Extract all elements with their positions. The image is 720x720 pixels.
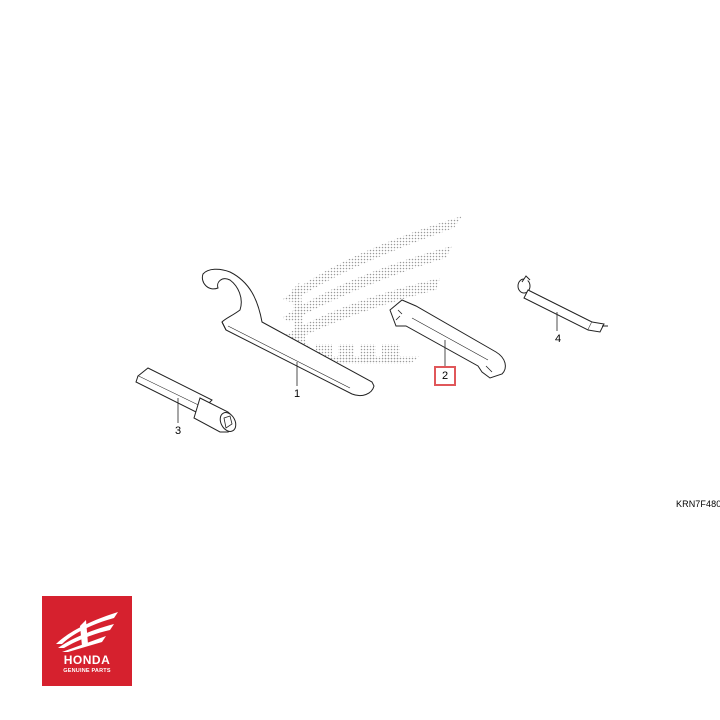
spark-plug-socket-drawing	[135, 367, 237, 433]
honda-wing-watermark	[282, 216, 462, 364]
spoke-wrench-drawing	[389, 299, 506, 379]
diagram-code: KRN7F480	[676, 499, 720, 509]
honda-genuine-parts-logo: HONDA GENUINE PARTS	[42, 596, 132, 686]
callout-3[interactable]: 3	[175, 425, 182, 437]
callout-4[interactable]: 4	[555, 333, 562, 345]
callout-1[interactable]: 1	[294, 388, 301, 400]
logo-tagline: GENUINE PARTS	[63, 668, 111, 674]
honda-wing-icon	[56, 612, 118, 652]
logo-brand: HONDA	[63, 653, 111, 667]
honda-watermark-letters	[296, 344, 400, 362]
leader-lines	[177, 312, 558, 423]
hook-spanner-drawing	[201, 268, 375, 397]
callout-2-highlighted[interactable]: 2	[434, 366, 456, 386]
pin-tool-drawing	[517, 275, 608, 333]
